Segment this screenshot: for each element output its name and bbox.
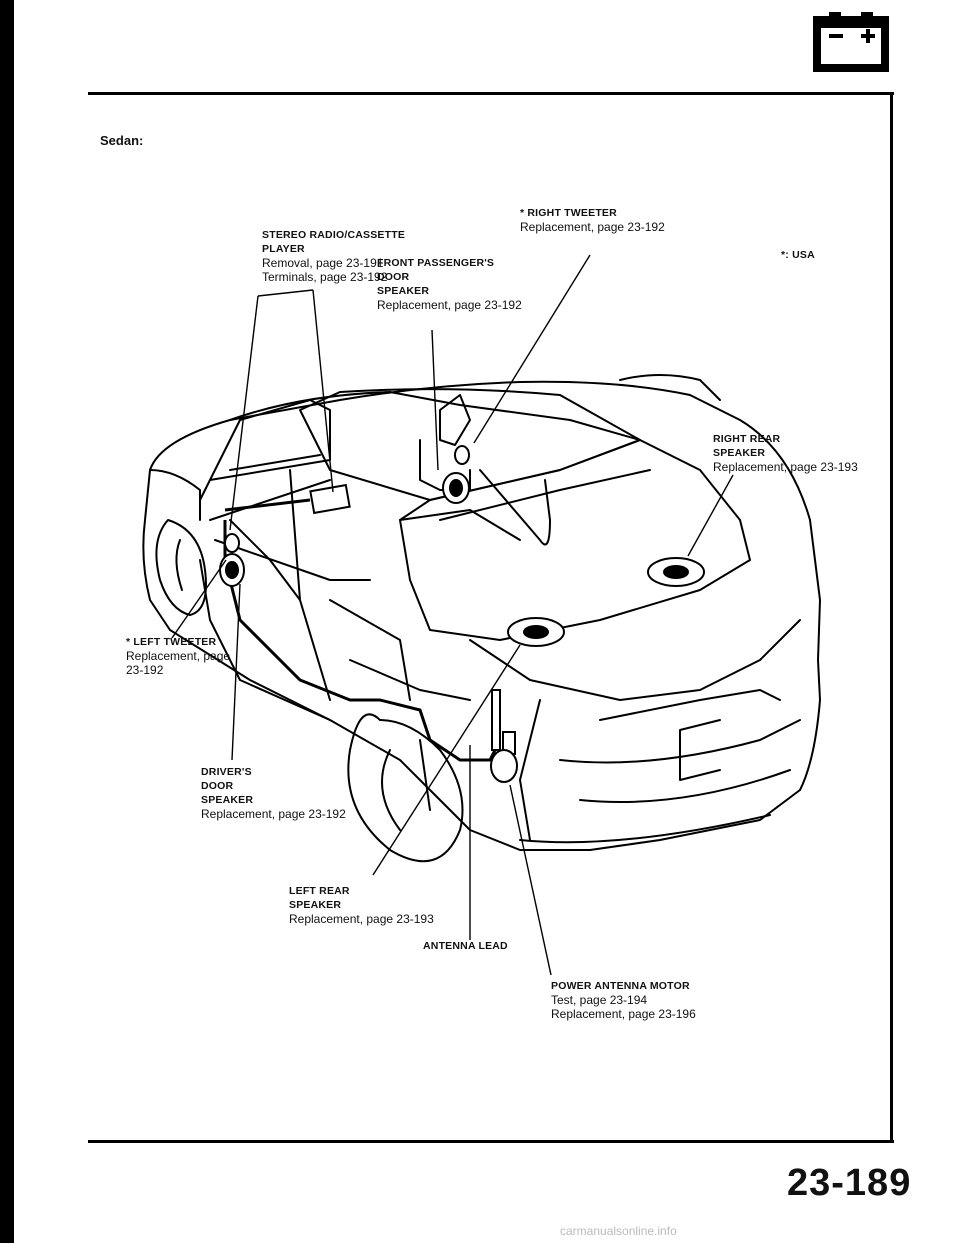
power-antenna-motor-label: POWER ANTENNA MOTOR Test, page 23-194 Re… [551,979,696,1021]
right-tweeter-title: * RIGHT TWEETER [520,207,617,219]
antenna-lead-label: ANTENNA LEAD [423,939,508,953]
section-title: Sedan: [100,133,144,148]
page-number: 23-189 [787,1162,912,1204]
drivers-door-title3: SPEAKER [201,794,254,806]
power-antenna-test-ref: Test, page 23-194 [551,993,648,1007]
right-rear-title2: SPEAKER [713,447,766,459]
drivers-door-title2: DOOR [201,780,234,792]
left-tweeter-label: * LEFT TWEETER Replacement, page 23-192 [126,635,230,677]
stereo-title: STEREO RADIO/CASSETTE [262,229,406,241]
page-spine [0,0,14,1243]
stereo-title2: PLAYER [262,243,305,255]
right-rear-title: RIGHT REAR [713,433,781,445]
footer-watermark: carmanualsonline.info [560,1224,677,1238]
left-tweeter-title: * LEFT TWEETER [126,636,217,648]
left-tweeter-ref-page: 23-192 [126,663,164,677]
footnote-usa: *: USA [781,249,815,261]
frame-right-rule [890,92,893,1142]
power-antenna-title: POWER ANTENNA MOTOR [551,980,690,992]
right-tweeter-label: * RIGHT TWEETER Replacement, page 23-192 [520,206,665,234]
stereo-terminals-ref: Terminals, page 23-192 [262,270,388,284]
frame-top-rule [88,92,894,95]
drivers-door-ref: Replacement, page 23-192 [201,807,346,821]
right-rear-ref: Replacement, page 23-193 [713,460,858,474]
drivers-door-speaker-label: DRIVER'S DOOR SPEAKER Replacement, page … [201,765,346,821]
left-rear-title: LEFT REAR [289,885,350,897]
stereo-removal-ref: Removal, page 23-191 [262,256,384,270]
left-tweeter-ref: Replacement, page [126,649,231,663]
stereo-radio-label: STEREO RADIO/CASSETTE PLAYER Removal, pa… [262,228,405,284]
front-passenger-speaker-label: FRONT PASSENGER'S DOOR SPEAKER Replaceme… [377,256,522,312]
left-rear-speaker-label: LEFT REAR SPEAKER Replacement, page 23-1… [289,884,434,926]
frame-bottom-rule [88,1140,894,1143]
front-passenger-ref: Replacement, page 23-192 [377,298,522,312]
power-antenna-replacement-ref: Replacement, page 23-196 [551,1007,696,1021]
antenna-lead-title: ANTENNA LEAD [423,940,508,952]
right-rear-speaker-label: RIGHT REAR SPEAKER Replacement, page 23-… [713,432,858,474]
right-tweeter-ref: Replacement, page 23-192 [520,220,665,234]
front-passenger-title: FRONT PASSENGER'S [377,257,495,269]
left-rear-ref: Replacement, page 23-193 [289,912,434,926]
drivers-door-title: DRIVER'S [201,766,252,778]
front-passenger-title3: SPEAKER [377,285,430,297]
battery-icon [813,12,889,72]
front-passenger-title2: DOOR [377,271,410,283]
left-rear-title2: SPEAKER [289,899,342,911]
